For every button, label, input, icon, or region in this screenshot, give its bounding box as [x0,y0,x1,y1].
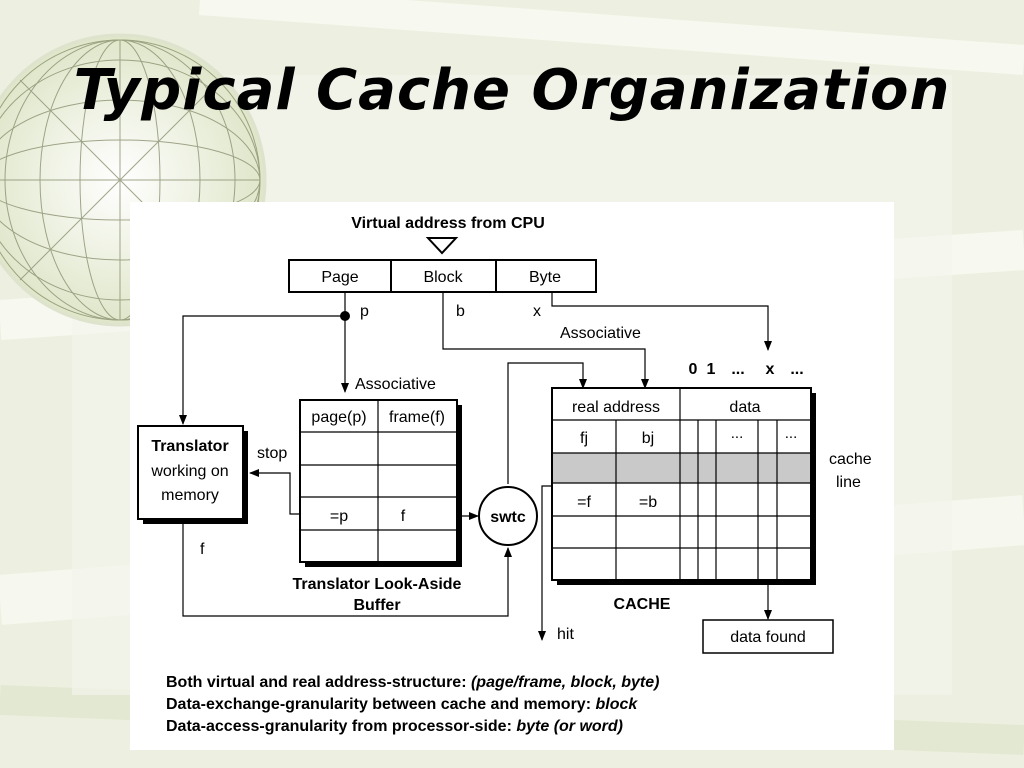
cache-header-data: data [729,399,760,416]
cache-index-dots: ... [731,361,744,378]
switch-circle [478,486,538,546]
translator-line3: memory [161,487,219,504]
junction-dot [340,311,350,321]
cache-index-0: 0 [689,361,698,378]
tlb-match-page: =p [330,508,348,525]
address-field-block: Block [423,269,463,286]
connector-lines [179,292,772,641]
cache-row-fj: fj [580,430,588,447]
cache-match-block: =b [639,494,657,511]
diagram-panel: Virtual address from CPU Page Block Byte… [130,202,894,750]
tlb-caption-line1: Translator Look-Aside [293,576,462,593]
label-p: p [360,303,369,320]
tlb-match-frame: f [401,508,406,525]
cache-index-1: 1 [707,361,716,378]
footer-line-2-text: Data-exchange-granularity between cache … [166,696,596,713]
tlb-header-page: page(p) [311,409,366,426]
translator-f-label: f [200,541,205,558]
footer-line-3-text: Data-access-granularity from processor-s… [166,718,517,735]
tlb-header-frame: frame(f) [389,409,445,426]
cache-dots-1: ... [731,425,744,442]
cpu-address-header: Virtual address from CPU [351,215,545,232]
footer-notes: Both virtual and real address-structure:… [166,672,659,738]
footer-line-1-emphasis: (page/frame, block, byte) [470,674,660,691]
cache-table [551,387,816,585]
label-x: x [533,303,541,320]
cache-caption: CACHE [614,596,671,613]
cache-line-label-2: line [836,474,861,491]
translator-line2: working on [150,463,228,480]
cache-index-dots2: ... [790,361,803,378]
data-found-label: data found [730,629,806,646]
associative-label-tlb: Associative [355,376,436,393]
tlb-caption-line2: Buffer [353,597,400,614]
label-b: b [456,303,465,320]
footer-line-1: Both virtual and real address-structure:… [166,672,659,694]
footer-line-2: Data-exchange-granularity between cache … [166,694,659,716]
cache-dots-2: ... [785,425,798,442]
switch-label: swtc [490,509,526,526]
data-found-box [702,619,834,654]
cache-match-frame: =f [577,494,591,511]
footer-line-3: Data-access-granularity from processor-s… [166,716,659,738]
footer-line-2-emphasis: block [595,696,638,713]
footer-line-3-emphasis: byte (or word) [516,718,624,735]
page-title: Typical Cache Organization [73,58,951,123]
down-arrow-icon [425,237,459,255]
stop-label: stop [257,445,287,462]
cache-diagram: Virtual address from CPU Page Block Byte… [137,215,872,654]
footer-line-1-text: Both virtual and real address-structure: [166,674,471,691]
associative-label-cache: Associative [560,325,641,342]
hit-label: hit [557,626,574,643]
cache-line-label-1: cache [829,451,872,468]
cache-header-address: real address [572,399,660,416]
translator-title: Translator [151,438,228,455]
cache-row-bj: bj [642,430,654,447]
address-field-page: Page [321,269,358,286]
address-field-byte: Byte [529,269,561,286]
translator-box [137,425,248,524]
tlb-table [299,399,462,567]
cache-index-x: x [766,361,775,378]
